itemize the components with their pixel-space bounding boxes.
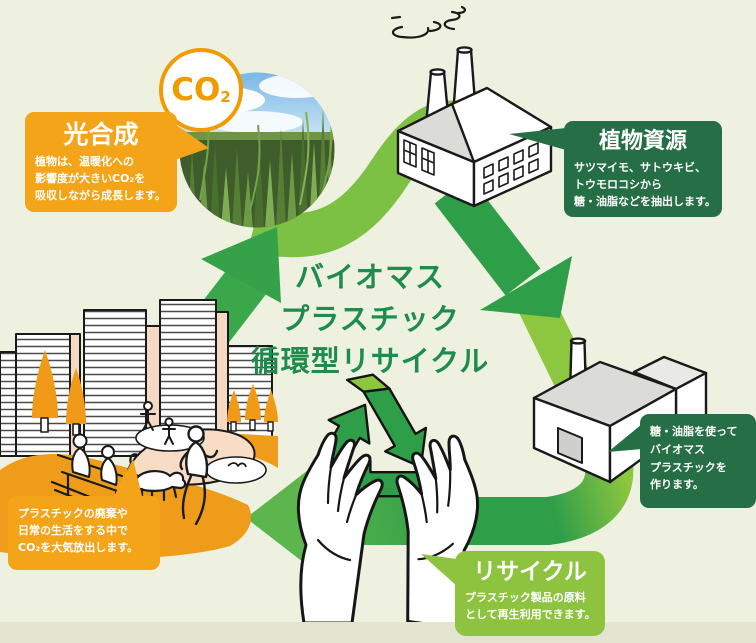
callout-emission-line: プラスチックの廃棄や	[18, 507, 128, 520]
callout-manufacture-line: バイオマス	[650, 442, 705, 456]
factory-icon	[390, 5, 553, 208]
main-title: バイオマス プラスチック 循環型リサイクル	[228, 256, 512, 382]
hands-icon	[296, 427, 489, 631]
plant-door	[557, 427, 583, 464]
main-title-line1: バイオマス	[294, 260, 445, 294]
callout-recycle-line: プラスチック製品の原料	[465, 590, 586, 604]
callout-manufacture: 糖・油脂を使って バイオマス プラスチックを 作ります。	[640, 414, 756, 508]
callout-plant-resources-line: トウモロコシから	[574, 177, 662, 191]
callout-pointer-emission	[112, 459, 143, 500]
callout-manufacture-line: プラスチックを	[650, 460, 727, 474]
callout-emission-line: 日常の生活をする中で	[18, 524, 128, 538]
city-trees	[32, 350, 278, 436]
callout-plant-resources: 植物資源 サツマイモ、サトウキビ、 トウモロコシから 糖・油脂などを抽出します。	[564, 121, 722, 217]
playing-kids	[140, 401, 176, 445]
callout-plant-resources-title: 植物資源	[598, 129, 687, 154]
callout-pointer-manufacture	[608, 424, 642, 452]
sandbox-figure	[227, 462, 247, 468]
callout-pointer-recycle	[421, 554, 457, 586]
jogger-icon	[179, 425, 219, 526]
footer-strip	[0, 622, 756, 643]
city-sandbox	[205, 456, 267, 484]
callout-manufacture-line: 作ります。	[650, 478, 704, 492]
callout-plant-resources-line: 糖・油脂などを抽出します。	[574, 194, 716, 208]
callout-photosynthesis: 光合成 植物は、温暖化への 影響度が大きいCO₂を 吸収しながら成長します。	[25, 112, 177, 212]
callout-emission-line: CO₂を大気放出します。	[18, 541, 139, 555]
main-title-line3: 循環型リサイクル	[250, 344, 490, 378]
callout-recycle-title: リサイクル	[473, 559, 587, 585]
callout-recycle: リサイクル プラスチック製品の原料 として再生利用できます。	[455, 551, 605, 636]
callout-photosynthesis-line: 影響度が大きいCO₂を	[35, 172, 146, 186]
callout-emission: プラスチックの廃棄や 日常の生活をする中で CO₂を大気放出します。	[8, 496, 160, 570]
callout-pointer-photosynthesis	[175, 124, 209, 160]
factory-smoke	[390, 5, 467, 39]
co2-label: CO	[171, 72, 221, 108]
callout-pointer-plant-resources	[509, 128, 566, 150]
main-title-line2: プラスチック	[280, 302, 460, 336]
seated-people	[71, 433, 118, 486]
callout-photosynthesis-line: 吸収しながら成長します。	[35, 189, 166, 203]
callout-plant-resources-line: サツマイモ、サトウキビ、	[574, 160, 706, 174]
callout-recycle-line: として再生利用できます。	[465, 607, 596, 621]
co2-subscript: 2	[220, 88, 231, 106]
callout-manufacture-line: 糖・油脂を使って	[650, 425, 738, 438]
callout-photosynthesis-title: 光合成	[63, 120, 139, 149]
factory-windows	[403, 139, 539, 195]
callout-photosynthesis-line: 植物は、温暖化への	[35, 155, 134, 169]
